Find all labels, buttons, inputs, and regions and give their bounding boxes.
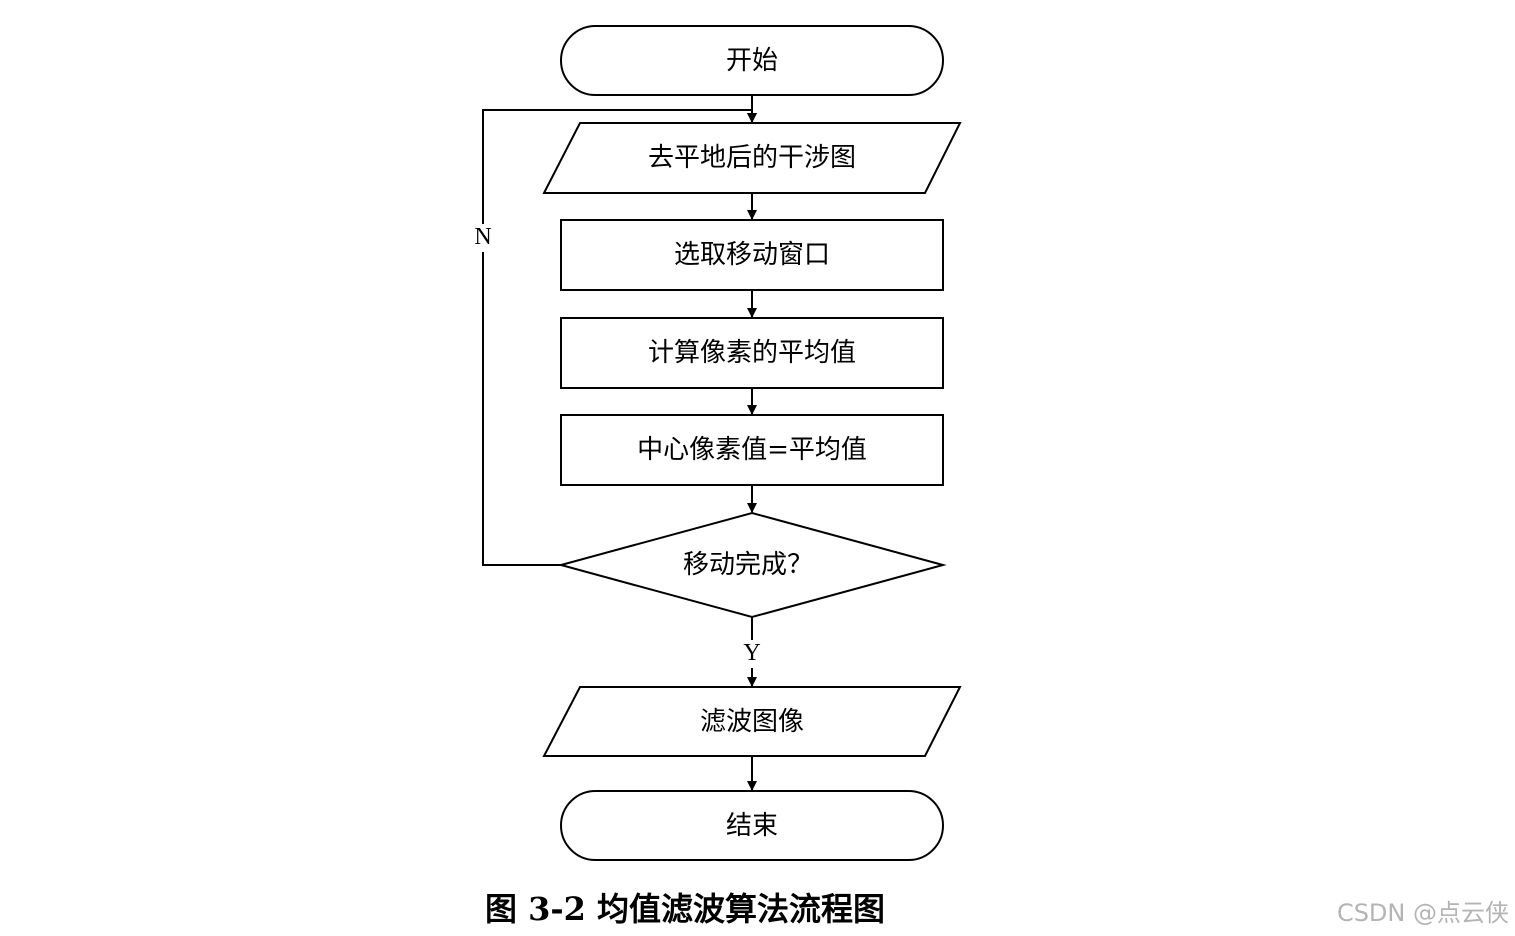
decision-label: 移动完成？ <box>683 550 813 580</box>
start-terminal <box>560 25 944 96</box>
step-assign-center <box>560 414 944 486</box>
watermark: CSDN @点云侠 <box>1336 899 1509 927</box>
step-select-window <box>560 219 944 291</box>
step-assign-center-label: 中心像素值=平均值 <box>637 435 867 465</box>
input-parallelogram <box>542 122 962 194</box>
end-terminal <box>560 790 944 861</box>
yes-label: Y <box>743 640 760 666</box>
step-compute-mean <box>560 317 944 389</box>
figure-caption: 图 3-2 均值滤波算法流程图 <box>484 890 886 928</box>
yes-label-bg <box>741 640 763 668</box>
loop-back-line <box>482 109 752 566</box>
step-compute-mean-label: 计算像素的平均值 <box>648 338 856 368</box>
input-label: 去平地后的干涉图 <box>648 143 856 173</box>
step-select-window-label: 选取移动窗口 <box>674 240 830 270</box>
output-label: 滤波图像 <box>700 707 804 737</box>
output-parallelogram <box>542 686 962 757</box>
no-label-bg <box>472 224 494 252</box>
start-label: 开始 <box>726 46 778 76</box>
end-label: 结束 <box>726 811 778 841</box>
decision-diamond <box>557 511 947 619</box>
no-label: N <box>474 224 491 250</box>
